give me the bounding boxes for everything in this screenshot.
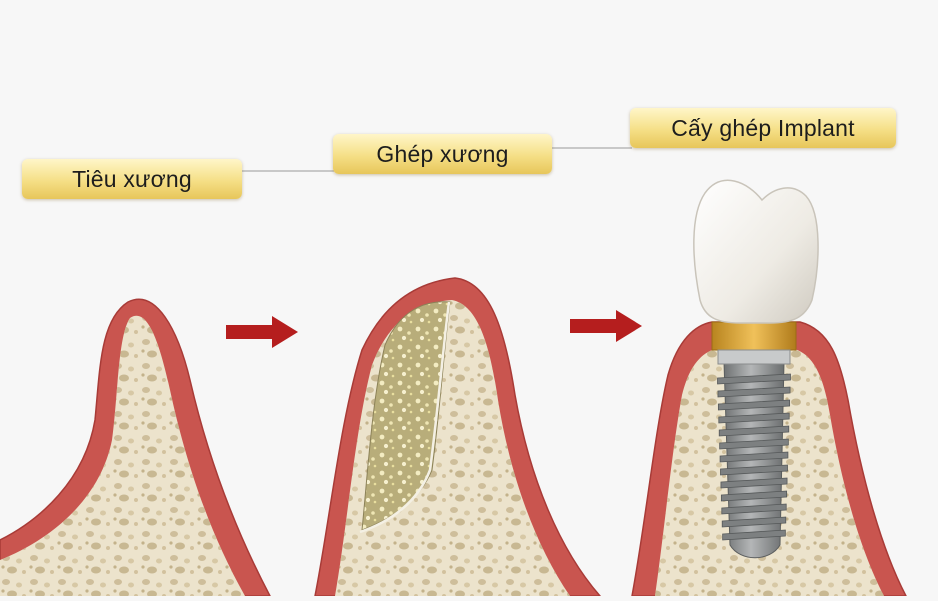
step-label-bone-loss: Tiêu xương: [22, 159, 242, 199]
implant-thread: [722, 529, 786, 541]
right-arrow-icon: [570, 310, 642, 342]
implant-abutment: [711, 321, 797, 351]
implant-thread: [717, 386, 791, 398]
implant-thread: [717, 373, 791, 385]
implant-threads: [717, 373, 791, 541]
implant-thread: [720, 490, 788, 502]
bone-pores-1: [0, 315, 245, 596]
step-label-bone-graft: Ghép xương: [333, 134, 552, 174]
implant-thread: [721, 503, 787, 515]
implant-thread: [718, 425, 790, 437]
implant-thread: [720, 464, 788, 476]
tooth-crown: [693, 179, 819, 324]
bone-loss-ridge: [0, 298, 272, 597]
right-arrow-icon: [226, 316, 298, 348]
bone-graft-ridge: [314, 277, 602, 597]
implant-thread: [717, 399, 791, 411]
implant-thread: [721, 516, 787, 528]
implant-ridge: [631, 179, 908, 597]
implant-thread: [719, 451, 789, 463]
implant-neck: [717, 349, 791, 365]
membrane-line: [359, 301, 451, 534]
implant-screw: [717, 361, 791, 559]
implant-thread: [718, 412, 790, 424]
implant-thread: [720, 477, 788, 489]
implant-thread: [719, 438, 789, 450]
step-label-implant: Cấy ghép Implant: [630, 108, 896, 148]
